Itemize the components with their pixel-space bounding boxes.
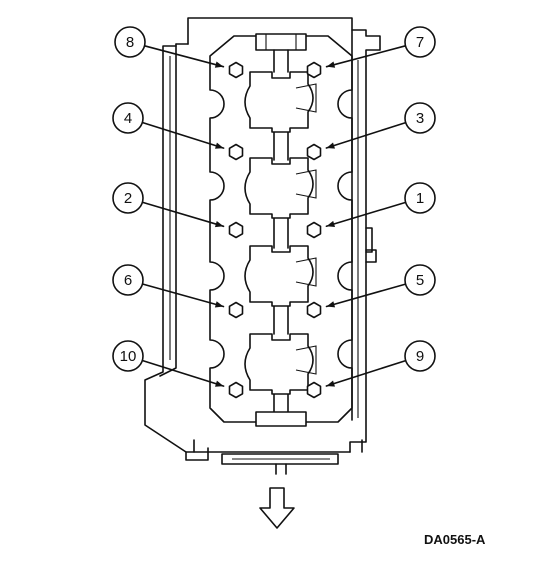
valve-port — [295, 83, 317, 113]
bolt-number-label: 2 — [124, 190, 132, 207]
hex-bolt-icon — [306, 61, 322, 79]
bolt-callout-2: 2 — [112, 182, 244, 239]
bolt-number-label: 7 — [416, 34, 424, 51]
hex-bolt-icon — [306, 301, 322, 319]
combustion-chambers — [244, 71, 317, 395]
leader-arrowhead — [326, 142, 335, 149]
leader-arrowhead — [326, 301, 336, 308]
leader-arrowhead — [214, 61, 224, 68]
hex-bolt-icon — [228, 381, 244, 399]
bolt-number-label: 4 — [124, 110, 132, 127]
callout-circle — [112, 264, 144, 296]
bolt-number-label: 9 — [416, 348, 424, 365]
hex-bolt-icon — [306, 143, 322, 161]
combustion-chamber — [244, 245, 314, 307]
combustion-chamber — [244, 157, 314, 219]
callout-circle — [112, 182, 144, 214]
leader-arrowhead — [214, 301, 224, 308]
leader-arrowhead — [326, 220, 336, 227]
bolt-number-label: 8 — [126, 34, 134, 51]
hex-bolt-icon — [228, 61, 244, 79]
leader-arrowhead — [215, 142, 224, 149]
bolt-callout-8: 8 — [114, 26, 244, 79]
front-cover — [221, 453, 339, 475]
callout-circle — [404, 340, 436, 372]
leader-arrowhead — [215, 380, 224, 387]
combustion-chamber — [244, 71, 314, 133]
hex-bolt-icon — [228, 143, 244, 161]
bolt-number-label: 6 — [124, 272, 132, 289]
leader-line — [141, 201, 225, 228]
leader-arrowhead — [326, 380, 335, 387]
arrow-down-icon — [259, 487, 295, 529]
callout-circle — [404, 102, 436, 134]
leader-line — [325, 45, 407, 68]
hex-bolt-icon — [228, 301, 244, 319]
leader-line — [141, 121, 225, 149]
bolt-number-label: 5 — [416, 272, 424, 289]
bolt-callout-3: 3 — [306, 102, 436, 161]
leader-arrowhead — [326, 61, 336, 68]
leader-line — [325, 283, 407, 308]
leader-line — [141, 283, 225, 308]
leader-line — [325, 201, 407, 228]
callout-circle — [404, 264, 436, 296]
valve-port — [295, 169, 317, 199]
bolt-number-label: 1 — [416, 190, 424, 207]
combustion-chamber — [244, 333, 314, 395]
leader-arrowhead — [214, 220, 224, 228]
bolt-callout-9: 9 — [306, 340, 436, 399]
valve-port — [295, 345, 317, 375]
leader-line — [143, 45, 225, 68]
bolt-callout-5: 5 — [306, 264, 436, 319]
leader-line — [325, 121, 407, 149]
head-inner-outline — [209, 33, 353, 427]
bolt-number-label: 3 — [416, 110, 424, 127]
bolt-callout-4: 4 — [112, 102, 244, 161]
bolt-callout-1: 1 — [306, 182, 436, 239]
hex-bolt-icon — [228, 221, 244, 239]
valve-port — [295, 257, 317, 287]
bolt-callout-7: 7 — [306, 26, 436, 79]
bolt-number-label: 10 — [120, 348, 137, 365]
bolt-callouts: 8 7 4 3 2 1 6 5 10 9 — [112, 26, 436, 399]
callout-circle — [404, 26, 436, 58]
figure-reference-code: DA0565-A — [424, 532, 486, 547]
bolt-callout-6: 6 — [112, 264, 244, 319]
leader-line — [325, 359, 407, 387]
hex-bolt-icon — [306, 381, 322, 399]
callout-circle — [114, 26, 146, 58]
callout-circle — [404, 182, 436, 214]
bolt-callout-10: 10 — [112, 340, 244, 399]
callout-circle — [112, 340, 144, 372]
hex-bolt-icon — [306, 221, 322, 239]
leader-line — [141, 359, 225, 387]
callout-circle — [112, 102, 144, 134]
